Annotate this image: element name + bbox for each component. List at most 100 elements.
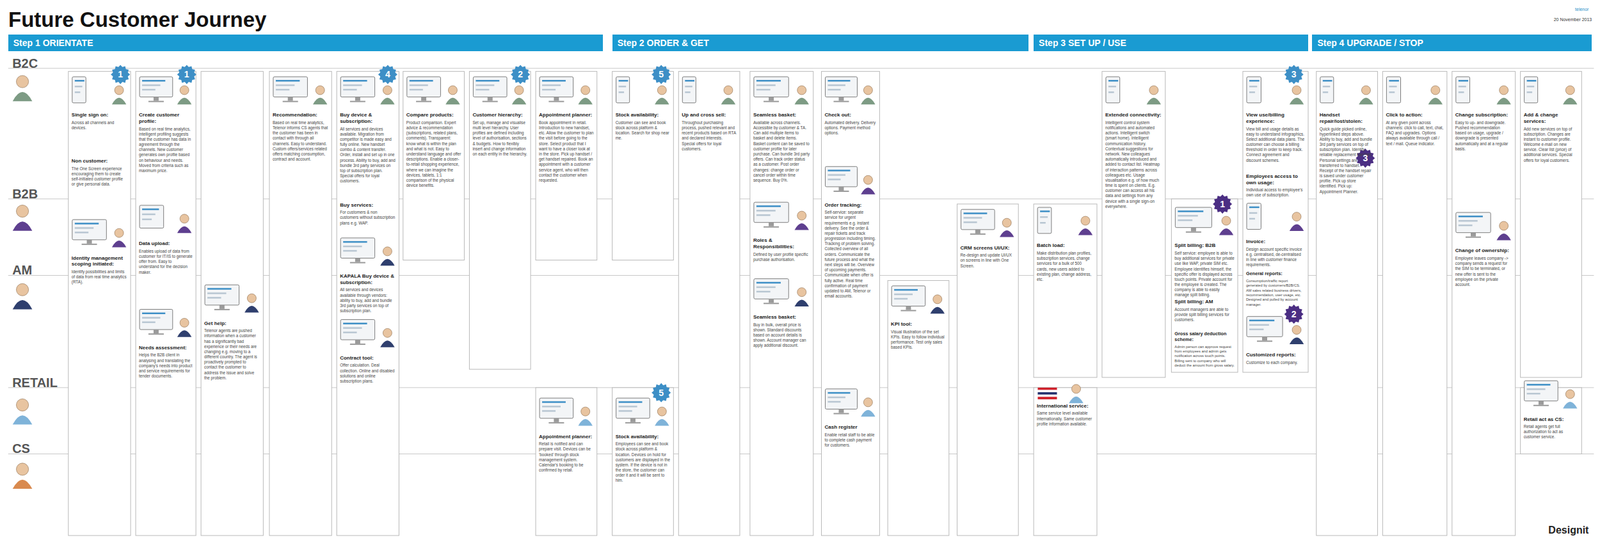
page-title: Future Customer Journey — [8, 7, 267, 32]
person-head — [657, 85, 667, 95]
journey-card — [269, 71, 332, 536]
device-illustration — [539, 76, 593, 105]
journey-item: Compare products:Product comparison. Exp… — [406, 112, 462, 189]
flag-illustration — [1037, 384, 1083, 404]
callout-badge — [510, 64, 530, 84]
person-body — [380, 97, 395, 105]
journey-card — [1033, 387, 1097, 536]
journey-item: Non customer:The One Screen experience e… — [71, 158, 128, 187]
item-heading: Appointment planner: — [538, 112, 594, 119]
journey-card — [750, 71, 814, 536]
device-illustration — [824, 166, 875, 194]
callout-badge — [651, 383, 671, 403]
person-head — [1499, 221, 1509, 231]
journey-item: Split billing: B2BSelf service: employee… — [1174, 242, 1235, 298]
item-heading: Click to action: — [1385, 112, 1444, 119]
journey-item: Customer hierarchy:Set up, manage and vi… — [472, 112, 528, 157]
item-heading: Identity management scoping initiated: — [71, 255, 128, 268]
journey-card — [887, 280, 950, 536]
journey-item: Split billing: AMAccount managers are ab… — [1174, 298, 1235, 323]
person-body — [578, 97, 593, 105]
item-heading: Split billing: B2B — [1174, 242, 1235, 249]
item-body: Account managers are able to provide spl… — [1174, 307, 1235, 324]
step-band: Step 1 ORIENTATE — [8, 34, 604, 52]
item-body: Book appointment in retail. Introduction… — [538, 120, 594, 184]
item-heading: Handset repair/lost/stolen: — [1319, 112, 1375, 125]
journey-item: View use/billing experience:View bill an… — [1246, 112, 1305, 163]
person-head — [581, 85, 591, 95]
person-body — [380, 340, 395, 348]
item-body: Enable retail staff to be able to comple… — [824, 432, 877, 449]
person-body — [1219, 228, 1234, 236]
person-body — [654, 419, 669, 427]
item-body: Available across channels. Accessible by… — [753, 120, 811, 184]
item-heading: Cash register — [824, 424, 877, 431]
item-body: At any given point across channels: clic… — [1385, 120, 1444, 147]
item-body: Same service level available internation… — [1036, 410, 1094, 427]
journey-item: Needs assessment:Helps the B2B client in… — [138, 344, 193, 379]
journey-item: Stock availability:Employees can see and… — [615, 433, 671, 484]
person-head — [797, 288, 807, 297]
person-body — [1289, 224, 1304, 232]
person-head — [1499, 85, 1509, 95]
journey-item: Cash registerEnable retail staff to be a… — [824, 424, 877, 448]
step-title: Step 2 ORDER & GET — [617, 34, 1030, 52]
persona-avatar — [12, 463, 33, 489]
person-head — [1071, 384, 1081, 394]
item-heading: General reports: — [1246, 271, 1305, 278]
person-head — [114, 85, 124, 95]
person-head — [797, 85, 807, 95]
journey-card — [535, 387, 598, 536]
device-illustration — [891, 286, 945, 314]
person-head — [723, 85, 733, 95]
page-note: 20 November 2013 — [1553, 17, 1593, 22]
person-head — [514, 85, 524, 95]
person-body — [177, 226, 192, 234]
person-body — [794, 300, 809, 308]
item-body: For customers & non customers without su… — [339, 209, 396, 226]
item-heading: Single sign on: — [71, 112, 128, 119]
person-head — [179, 318, 189, 328]
journey-card — [1033, 204, 1097, 378]
device-illustration — [1524, 380, 1578, 409]
person-head — [1221, 216, 1231, 226]
callout-number: 4 — [385, 69, 391, 80]
journey-card — [1520, 71, 1583, 378]
device-illustration — [753, 202, 809, 230]
journey-card — [678, 71, 740, 536]
callout-number: 1 — [184, 69, 190, 80]
page-note: telenor — [1575, 7, 1589, 12]
item-body: Add new services on top of subscription.… — [1523, 126, 1579, 164]
person-body — [860, 97, 875, 105]
item-body: Enables upload of data from customer for… — [138, 248, 193, 276]
journey-card — [612, 387, 674, 536]
journey-item: Retail act as CS:Retail agents get full … — [1523, 416, 1579, 441]
person-head — [863, 85, 873, 95]
item-heading: Appointment planner: — [538, 433, 594, 441]
persona-avatar — [12, 204, 33, 231]
journey-card — [957, 204, 1019, 536]
person-head — [179, 214, 189, 224]
person-head — [1292, 212, 1302, 222]
person-head — [1361, 85, 1371, 95]
persona-avatar — [12, 398, 33, 425]
journey-item: KAPALA Buy device & subscription:All ser… — [339, 273, 396, 314]
journey-card — [535, 71, 598, 261]
item-heading: Employees access to own usage: — [1246, 173, 1305, 186]
step-band: Step 2 ORDER & GET — [612, 34, 1030, 52]
item-body: Based on real time analytics, intelligen… — [138, 126, 193, 175]
item-heading: Customer hierarchy: — [472, 112, 528, 119]
person-head — [1002, 218, 1012, 228]
journey-item: Order tracking:Self-service: separate se… — [824, 202, 877, 300]
item-heading: Up and cross sell: — [681, 112, 737, 119]
person-head — [16, 463, 29, 476]
journey-item: Customized reports:Customize to each com… — [1246, 352, 1305, 366]
journey-item: KPI tool:Visual illustration of the set … — [890, 321, 946, 351]
item-heading: Change of ownership: — [1455, 247, 1513, 255]
person-body — [312, 97, 328, 105]
person-head — [933, 295, 943, 304]
journey-item: Invoice:Design account specific invoice … — [1246, 238, 1305, 268]
journey-item: General reports:Consumption/traffic repo… — [1246, 271, 1305, 308]
person-body — [1428, 97, 1443, 105]
person-body — [12, 221, 33, 231]
